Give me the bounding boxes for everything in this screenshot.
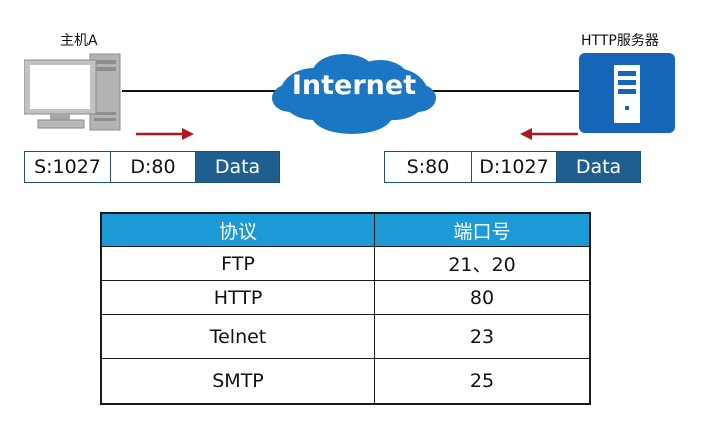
- port-table: 协议 端口号 FTP 21、20 HTTP 80 Telnet 23 SMTP …: [100, 212, 591, 405]
- server-icon: [579, 53, 675, 133]
- link-line-left: [122, 90, 292, 92]
- table-row: HTTP 80: [100, 280, 591, 315]
- arrow-left-icon: [520, 128, 578, 140]
- right-packet-dst: D:1027: [471, 152, 556, 182]
- link-line-right: [420, 90, 580, 92]
- left-packet-dst: D:80: [110, 152, 195, 182]
- protocol-cell: Telnet: [100, 314, 375, 359]
- port-cell: 25: [374, 358, 591, 405]
- table-row: FTP 21、20: [100, 246, 591, 281]
- internet-cloud-icon: [272, 54, 436, 134]
- table-header-row: 协议 端口号: [100, 212, 591, 247]
- host-label: 主机A: [60, 33, 98, 49]
- left-packet-data: Data: [195, 152, 279, 182]
- server-label: HTTP服务器: [581, 33, 659, 49]
- header-protocol: 协议: [100, 212, 375, 247]
- port-cell: 23: [374, 314, 591, 359]
- right-packet-data: Data: [556, 152, 640, 182]
- left-packet-src: S:1027: [34, 156, 101, 178]
- port-cell: 21、20: [374, 246, 591, 281]
- computer-icon: [24, 53, 121, 131]
- header-port: 端口号: [374, 212, 591, 247]
- protocol-cell: SMTP: [100, 358, 375, 405]
- protocol-cell: FTP: [100, 246, 375, 281]
- arrow-right-icon: [136, 128, 194, 140]
- internet-label: Internet: [291, 70, 417, 101]
- table-row: Telnet 23: [100, 314, 591, 359]
- right-packet-src: S:80: [406, 156, 450, 178]
- table-row: SMTP 25: [100, 358, 591, 405]
- left-packet: S:1027 D:80 Data: [24, 151, 280, 183]
- protocol-cell: HTTP: [100, 280, 375, 315]
- port-cell: 80: [374, 280, 591, 315]
- right-packet: S:80 D:1027 Data: [384, 151, 641, 183]
